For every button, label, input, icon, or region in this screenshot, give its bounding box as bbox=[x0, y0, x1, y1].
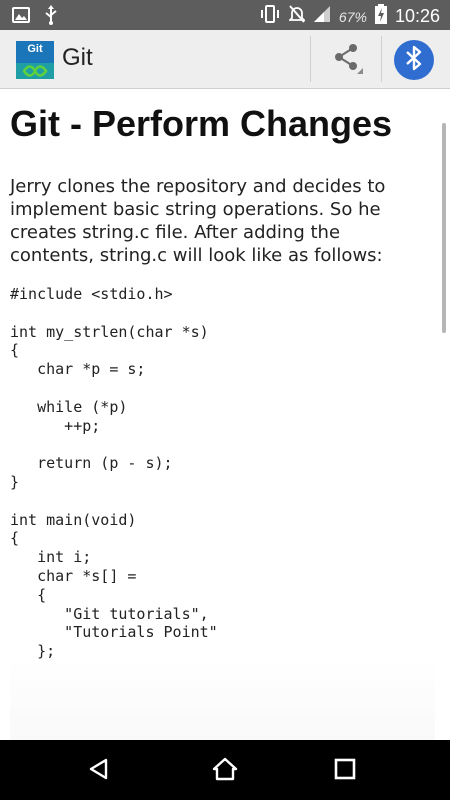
status-bar: 67% 10:26 bbox=[0, 0, 450, 30]
code-line: "Git tutorials", bbox=[10, 604, 209, 623]
logo-band bbox=[16, 63, 54, 79]
vibrate-icon bbox=[259, 5, 281, 28]
code-line: ++p; bbox=[10, 416, 101, 435]
code-line: }; bbox=[10, 642, 56, 661]
usb-icon bbox=[44, 5, 58, 30]
app-logo: Git bbox=[16, 41, 54, 79]
back-button[interactable] bbox=[84, 756, 114, 786]
recents-button[interactable] bbox=[330, 756, 360, 786]
share-icon bbox=[329, 40, 363, 79]
signal-icon bbox=[313, 5, 331, 28]
code-line: int i; bbox=[10, 548, 92, 567]
battery-charging-icon bbox=[374, 4, 387, 29]
code-line: "Tutorials Point" bbox=[10, 623, 218, 642]
bluetooth-icon bbox=[403, 45, 425, 76]
back-icon bbox=[87, 757, 111, 786]
code-line: char *p = s; bbox=[10, 360, 146, 379]
code-line: { bbox=[10, 341, 20, 360]
share-button[interactable] bbox=[310, 36, 382, 82]
article-content[interactable]: Git - Perform Changes Jerry clones the r… bbox=[0, 89, 450, 740]
intro-paragraph: Jerry clones the repository and decides … bbox=[10, 176, 386, 266]
code-line: } bbox=[10, 472, 20, 491]
code-line: int main(void) bbox=[10, 510, 137, 529]
code-line: int my_strlen(char *s) bbox=[10, 322, 209, 341]
image-icon bbox=[12, 7, 30, 28]
logo-text: Git bbox=[27, 43, 43, 55]
code-line: char *s[] = bbox=[10, 566, 137, 585]
home-icon bbox=[212, 757, 238, 786]
code-line bbox=[10, 435, 435, 454]
app-bar: Git Git bbox=[0, 30, 450, 89]
bluetooth-button[interactable] bbox=[394, 40, 434, 80]
code-line: { bbox=[10, 529, 20, 548]
infinity-icon bbox=[22, 65, 48, 77]
navigation-bar bbox=[0, 740, 450, 800]
battery-percent: 67% bbox=[338, 8, 367, 25]
app-title: Git bbox=[62, 44, 93, 71]
home-button[interactable] bbox=[210, 756, 240, 786]
code-line: while (*p) bbox=[10, 397, 128, 416]
code-line: return (p - s); bbox=[10, 454, 173, 473]
code-line bbox=[10, 379, 435, 398]
page-title: Git - Perform Changes bbox=[10, 103, 393, 144]
code-line bbox=[10, 304, 435, 323]
code-line bbox=[10, 492, 435, 511]
code-block: #include <stdio.h> int my_strlen(char *s)… bbox=[10, 285, 435, 740]
recents-icon bbox=[334, 758, 356, 785]
code-line: #include <stdio.h> bbox=[10, 285, 173, 303]
scrollbar[interactable] bbox=[442, 123, 446, 333]
mute-icon bbox=[287, 5, 307, 28]
clock: 10:26 bbox=[394, 6, 440, 26]
code-line: { bbox=[10, 585, 47, 604]
